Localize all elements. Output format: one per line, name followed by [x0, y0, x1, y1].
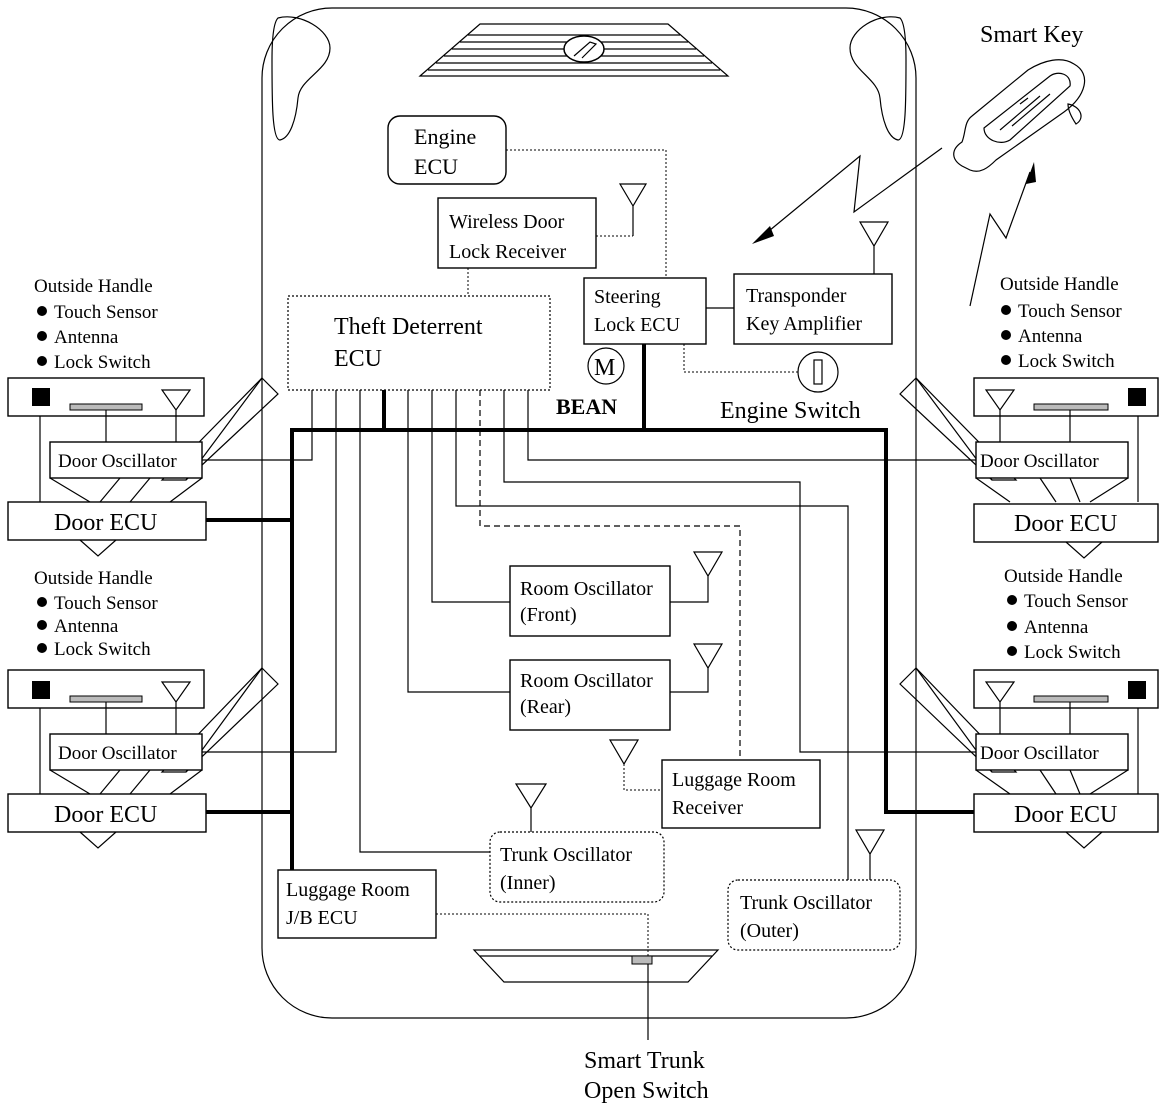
antenna-icon: [858, 221, 890, 274]
trunk-inner-label-2: (Inner): [500, 872, 556, 894]
luggage-room-receiver-box: [661, 759, 821, 829]
room-front-label-1: Room Oscillator: [520, 578, 653, 600]
smart-key-label: Smart Key: [980, 22, 1083, 48]
luggage-jb-label-2: J/B ECU: [286, 907, 358, 929]
wireless-receiver-label-1: Wireless Door: [449, 211, 565, 233]
trunk-inner-label-1: Trunk Oscillator: [500, 844, 632, 866]
luggage-room-jb-ecu-box: [277, 869, 437, 939]
handle-item: Antenna: [54, 616, 119, 637]
door-oscillator-box: [975, 733, 1129, 771]
handle-item: Antenna: [54, 327, 119, 348]
antenna-icon: [160, 389, 192, 412]
door-ecu-box: [973, 793, 1159, 833]
door-ecu-label: Door ECU: [54, 802, 157, 828]
handle-item: Antenna: [1024, 617, 1089, 638]
door-oscillator-box: [49, 441, 203, 479]
smart-trunk-switch-pad: [631, 955, 653, 965]
trunk-oscillator-outer-box: [727, 879, 901, 951]
door-oscillator-box: [49, 733, 203, 771]
room-rear-label-1: Room Oscillator: [520, 670, 653, 692]
trunk-switch-label-1: Smart Trunk: [584, 1048, 705, 1074]
smart-key-fob: [953, 59, 1086, 172]
steering-lock-motor-icon: [587, 347, 625, 385]
front-right-fender: [849, 16, 907, 141]
engine-ecu-label-2: ECU: [414, 154, 458, 179]
trunk-switch-label-2: Open Switch: [584, 1078, 709, 1104]
transponder-key-amplifier-box: [733, 273, 893, 345]
door-ecu-label: Door ECU: [1014, 511, 1117, 537]
luggage-jb-label-1: Luggage Room: [286, 879, 410, 901]
brand-emblem: [563, 35, 605, 63]
wireless-door-lock-receiver-box: [437, 197, 597, 269]
trunk-outer-label-1: Trunk Oscillator: [740, 892, 872, 914]
front-grille: [418, 23, 730, 77]
door-ecu-label: Door ECU: [54, 510, 157, 536]
trunk-outer-label-2: (Outer): [740, 920, 799, 942]
antenna-icon: [670, 551, 724, 603]
engine-switch-icon: [797, 351, 839, 393]
antenna-icon: [618, 183, 648, 236]
outside-handle-title: Outside Handle: [34, 276, 153, 297]
motor-label: M: [594, 355, 615, 381]
handle-item: Touch Sensor: [54, 593, 158, 614]
signal-arrow-to-car: [757, 147, 943, 241]
door-ecu-box: [7, 501, 207, 541]
theft-deterrent-ecu-box: [287, 295, 551, 391]
signal-arrow-to-key: [969, 171, 1031, 307]
handle-item: Touch Sensor: [1024, 591, 1128, 612]
trunk-oscillator-inner-box: [489, 831, 665, 903]
engine-switch-label: Engine Switch: [720, 398, 861, 424]
room-rear-label-2: (Rear): [520, 696, 571, 718]
antenna-icon: [854, 829, 886, 880]
steering-lock-label-2: Lock ECU: [594, 314, 681, 336]
handle-item: Touch Sensor: [54, 302, 158, 323]
room-front-label-2: (Front): [520, 604, 577, 626]
rear-trunk-lid: [472, 949, 720, 983]
door-ecu-box: [973, 503, 1159, 543]
room-oscillator-front-box: [509, 565, 671, 637]
wireless-receiver-label-2: Lock Receiver: [449, 241, 566, 263]
luggage-receiver-label-1: Luggage Room: [672, 769, 796, 791]
room-oscillator-rear-box: [509, 659, 671, 731]
handle-item: Lock Switch: [54, 639, 151, 660]
antenna-icon: [608, 739, 640, 766]
theft-deterrent-label-2: ECU: [334, 346, 382, 372]
handle-item: Antenna: [1018, 326, 1083, 347]
handle-item: Lock Switch: [1024, 642, 1121, 663]
steering-lock-label-1: Steering: [594, 286, 661, 308]
outside-handle-title: Outside Handle: [34, 568, 153, 589]
luggage-receiver-label-2: Receiver: [672, 797, 743, 819]
antenna-icon: [160, 681, 192, 704]
handle-item: Lock Switch: [54, 352, 151, 373]
handle-item: Touch Sensor: [1018, 301, 1122, 322]
outside-handle-title: Outside Handle: [1000, 274, 1119, 295]
door-ecu-label: Door ECU: [1014, 802, 1117, 828]
theft-deterrent-label-1: Theft Deterrent: [334, 314, 483, 340]
door-oscillator-label: Door Oscillator: [980, 743, 1099, 764]
door-oscillator-label: Door Oscillator: [980, 451, 1099, 472]
handle-item: Lock Switch: [1018, 351, 1115, 372]
transponder-label-1: Transponder: [746, 285, 847, 307]
antenna-icon: [984, 389, 1016, 412]
antenna-icon: [984, 681, 1016, 704]
vehicle-body-outline: [261, 7, 917, 1019]
outside-handle-title: Outside Handle: [1004, 566, 1123, 587]
door-ecu-box: [7, 793, 207, 833]
door-oscillator-box: [975, 441, 1129, 479]
bean-bus-label: BEAN: [556, 394, 617, 419]
antenna-icon: [514, 783, 548, 832]
transponder-label-2: Key Amplifier: [746, 313, 862, 335]
door-oscillator-label: Door Oscillator: [58, 743, 177, 764]
door-oscillator-label: Door Oscillator: [58, 451, 177, 472]
engine-ecu-label-1: Engine: [414, 124, 476, 149]
front-left-fender: [271, 16, 331, 141]
bean-bus: [290, 428, 976, 870]
antenna-icon: [670, 643, 724, 693]
